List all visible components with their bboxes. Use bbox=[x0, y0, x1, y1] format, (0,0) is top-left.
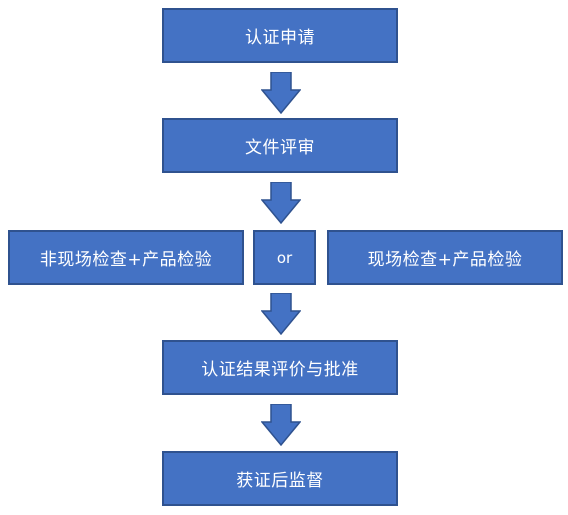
node-certification-application: 认证申请 bbox=[162, 8, 398, 63]
node-post-certification-supervision-label: 获证后监督 bbox=[236, 471, 324, 491]
down-arrow-icon bbox=[261, 182, 301, 224]
down-arrow-icon bbox=[261, 404, 301, 446]
node-offsite-inspection: 非现场检查+产品检验 bbox=[8, 230, 244, 285]
node-onsite-inspection-label: 现场检查+产品检验 bbox=[367, 250, 523, 270]
node-result-evaluation-approval: 认证结果评价与批准 bbox=[162, 340, 398, 395]
node-document-review: 文件评审 bbox=[162, 118, 398, 173]
node-offsite-inspection-label: 非现场检查+产品检验 bbox=[39, 250, 213, 270]
node-onsite-inspection: 现场检查+产品检验 bbox=[327, 230, 563, 285]
node-post-certification-supervision: 获证后监督 bbox=[162, 451, 398, 506]
down-arrow-icon bbox=[261, 293, 301, 335]
node-certification-application-label: 认证申请 bbox=[245, 28, 315, 48]
node-or-connector-label: or bbox=[276, 248, 293, 267]
node-or-connector: or bbox=[253, 230, 316, 285]
node-result-evaluation-approval-label: 认证结果评价与批准 bbox=[201, 360, 359, 380]
down-arrow-icon bbox=[261, 72, 301, 114]
node-document-review-label: 文件评审 bbox=[245, 138, 315, 158]
